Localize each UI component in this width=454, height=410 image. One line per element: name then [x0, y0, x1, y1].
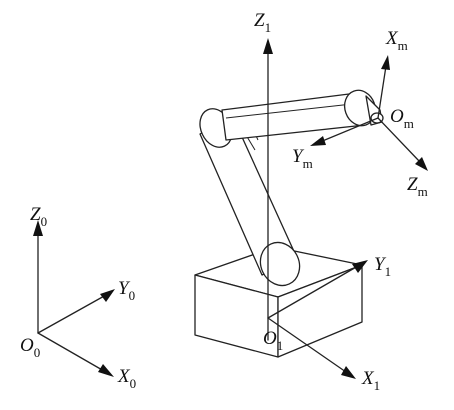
x0-axis-line: [37, 332, 105, 372]
frame-1-axes: [263, 38, 368, 379]
label-xm: Xm: [385, 28, 408, 53]
upper-arm-bevel: [225, 103, 353, 119]
xm-arrow-icon: [381, 55, 390, 70]
z0-arrow-icon: [33, 220, 43, 236]
y0-arrow-icon: [100, 289, 115, 302]
label-y0: Y0: [118, 278, 135, 303]
label-x1: X1: [361, 368, 380, 393]
ym-axis-line: [319, 117, 379, 143]
label-y1: Y1: [374, 254, 391, 279]
label-om: Om: [390, 106, 414, 131]
frame-m-axes: [310, 55, 428, 171]
y0-axis-line: [37, 294, 107, 334]
label-ym: Ym: [292, 146, 313, 171]
x0-arrow-icon: [98, 364, 114, 377]
x1-arrow-icon: [341, 366, 356, 379]
lower-arm-bottom-joint: [259, 241, 301, 287]
label-zm: Zm: [407, 174, 428, 199]
y1-axis-line: [267, 265, 359, 319]
zm-axis-line: [377, 117, 421, 163]
base-side-face: [277, 264, 363, 358]
x1-axis-line: [267, 317, 347, 373]
frame-0-axes: [33, 220, 115, 377]
upper-arm-link: [221, 89, 384, 141]
zm-arrow-icon: [415, 157, 428, 171]
label-o1: O1: [263, 328, 283, 353]
label-z0: Z0: [30, 204, 47, 229]
label-z1: Z1: [254, 10, 271, 35]
label-x0: X0: [117, 366, 136, 391]
z1-arrow-icon: [263, 38, 273, 54]
label-o0: O0: [20, 335, 40, 360]
ym-arrow-icon: [310, 136, 326, 146]
y1-arrow-icon: [352, 260, 368, 273]
xm-axis-line: [377, 65, 387, 119]
